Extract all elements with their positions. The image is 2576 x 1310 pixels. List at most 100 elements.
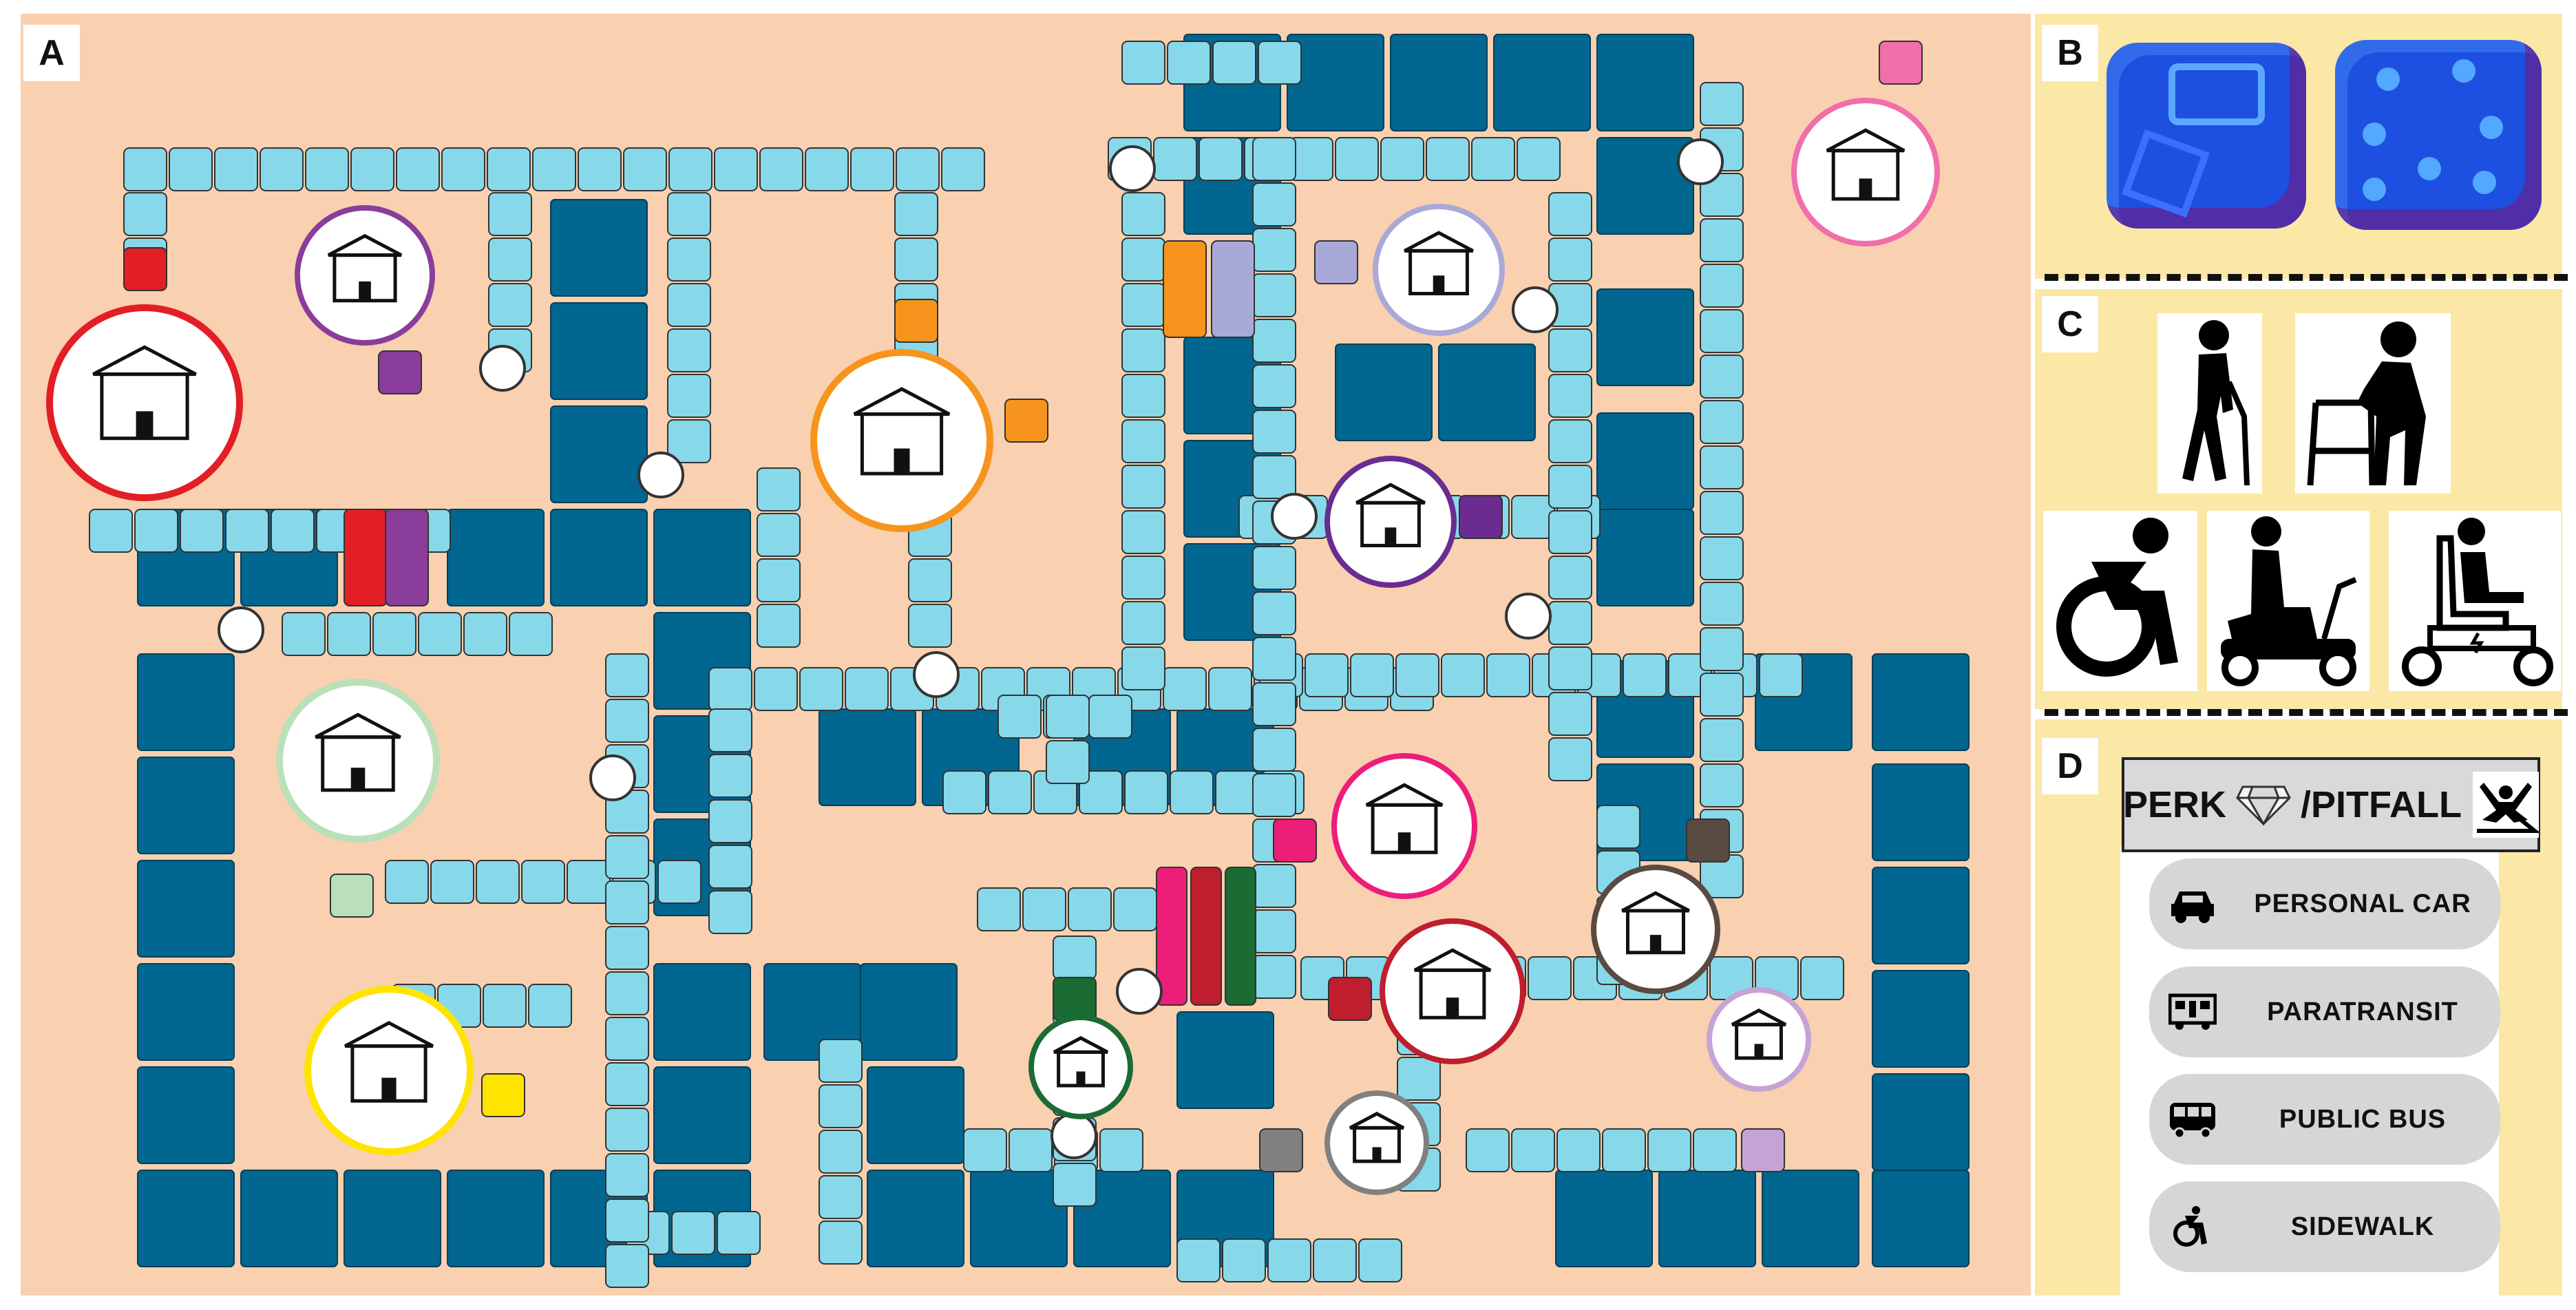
road-tile[interactable]: [605, 835, 649, 879]
destination-library[interactable]: [295, 205, 435, 346]
special-tile[interactable]: [894, 299, 938, 343]
road-tile[interactable]: [605, 926, 649, 970]
road-tile[interactable]: [1121, 601, 1165, 645]
road-tile[interactable]: [1395, 653, 1439, 697]
walker-user-icon[interactable]: [2295, 313, 2451, 494]
destination-ring[interactable]: [1324, 1090, 1429, 1195]
road-tile[interactable]: [521, 860, 565, 904]
road-tile[interactable]: [805, 147, 849, 191]
road-tile[interactable]: [488, 237, 532, 282]
road-tile[interactable]: [372, 612, 416, 656]
destination-bank[interactable]: [1324, 1090, 1429, 1195]
special-tile[interactable]: [1686, 818, 1730, 863]
road-tile[interactable]: [1252, 909, 1296, 953]
road-tile[interactable]: [1258, 41, 1302, 85]
road-tile[interactable]: [578, 147, 622, 191]
road-tile[interactable]: [1121, 465, 1165, 509]
road-tile[interactable]: [819, 1130, 863, 1174]
road-tile[interactable]: [260, 147, 304, 191]
road-tile[interactable]: [657, 860, 701, 904]
destination-ring[interactable]: [295, 205, 435, 346]
wheelchair-icon[interactable]: [2043, 511, 2197, 691]
road-tile[interactable]: [819, 1084, 863, 1128]
road-tile[interactable]: [441, 147, 485, 191]
road-tile[interactable]: [1466, 1128, 1510, 1172]
destination-shopping[interactable]: [1331, 753, 1477, 899]
road-tile[interactable]: [1602, 1128, 1646, 1172]
destination-ring[interactable]: [1373, 204, 1505, 336]
stop-circle[interactable]: [1116, 968, 1163, 1015]
road-tile[interactable]: [605, 699, 649, 743]
road-tile[interactable]: [567, 860, 611, 904]
road-tile[interactable]: [1548, 465, 1592, 509]
destination-ring[interactable]: [46, 304, 243, 501]
destination-shop[interactable]: [1591, 865, 1720, 994]
destination-ring[interactable]: [1028, 1015, 1133, 1119]
road-tile[interactable]: [799, 667, 843, 711]
destination-park[interactable]: [1028, 1015, 1133, 1119]
road-tile[interactable]: [908, 558, 952, 602]
road-tile[interactable]: [605, 1244, 649, 1288]
road-tile[interactable]: [1121, 556, 1165, 600]
road-tile[interactable]: [1252, 955, 1296, 999]
road-tile[interactable]: [757, 558, 801, 602]
road-tile[interactable]: [214, 147, 258, 191]
road-tile[interactable]: [1121, 283, 1165, 327]
road-tile[interactable]: [1700, 445, 1744, 489]
road-tile[interactable]: [819, 1175, 863, 1219]
road-tile[interactable]: [1170, 770, 1214, 814]
road-tile[interactable]: [1252, 319, 1296, 363]
special-tile[interactable]: [330, 874, 374, 918]
road-tile[interactable]: [1548, 556, 1592, 600]
stop-circle[interactable]: [1109, 145, 1156, 192]
road-tile[interactable]: [1252, 546, 1296, 590]
road-tile[interactable]: [1548, 237, 1592, 282]
road-tile[interactable]: [667, 237, 711, 282]
destination-ring[interactable]: [1791, 98, 1940, 246]
road-tile[interactable]: [1700, 218, 1744, 262]
road-tile[interactable]: [1426, 137, 1470, 181]
road-tile[interactable]: [667, 283, 711, 327]
road-tile[interactable]: [1700, 491, 1744, 535]
stop-circle[interactable]: [479, 345, 526, 392]
stop-circle[interactable]: [1677, 138, 1724, 185]
road-tile[interactable]: [1252, 728, 1296, 772]
road-tile[interactable]: [1252, 182, 1296, 226]
road-tile[interactable]: [1252, 682, 1296, 726]
road-tile[interactable]: [1511, 1128, 1555, 1172]
road-tile[interactable]: [850, 147, 894, 191]
road-tile[interactable]: [1252, 637, 1296, 681]
road-tile[interactable]: [1208, 667, 1252, 711]
road-tile[interactable]: [483, 984, 527, 1028]
special-tile[interactable]: [1259, 1128, 1303, 1172]
road-tile[interactable]: [894, 192, 938, 236]
road-tile[interactable]: [1252, 455, 1296, 499]
road-tile[interactable]: [708, 708, 752, 752]
road-tile[interactable]: [1053, 936, 1097, 980]
road-tile[interactable]: [667, 328, 711, 372]
road-tile[interactable]: [894, 237, 938, 282]
special-tile[interactable]: [1328, 977, 1372, 1021]
road-tile[interactable]: [123, 192, 167, 236]
special-tile[interactable]: [1741, 1128, 1785, 1172]
stop-circle[interactable]: [637, 452, 684, 498]
road-tile[interactable]: [1350, 653, 1394, 697]
road-tile[interactable]: [714, 147, 758, 191]
road-tile[interactable]: [1548, 510, 1592, 554]
special-tile[interactable]: [1004, 399, 1048, 443]
road-tile[interactable]: [1486, 653, 1530, 697]
road-tile[interactable]: [1121, 419, 1165, 463]
road-tile[interactable]: [430, 860, 474, 904]
road-tile[interactable]: [1548, 692, 1592, 736]
special-tile[interactable]: [1225, 867, 1256, 1006]
road-tile[interactable]: [708, 890, 752, 934]
road-tile[interactable]: [1700, 627, 1744, 671]
road-tile[interactable]: [605, 1108, 649, 1152]
road-tile[interactable]: [1046, 740, 1090, 784]
road-tile[interactable]: [1548, 737, 1592, 781]
destination-hospital[interactable]: [46, 304, 243, 501]
road-tile[interactable]: [1252, 137, 1296, 181]
stop-circle[interactable]: [1512, 286, 1559, 333]
road-tile[interactable]: [1759, 653, 1803, 697]
road-tile[interactable]: [708, 754, 752, 798]
